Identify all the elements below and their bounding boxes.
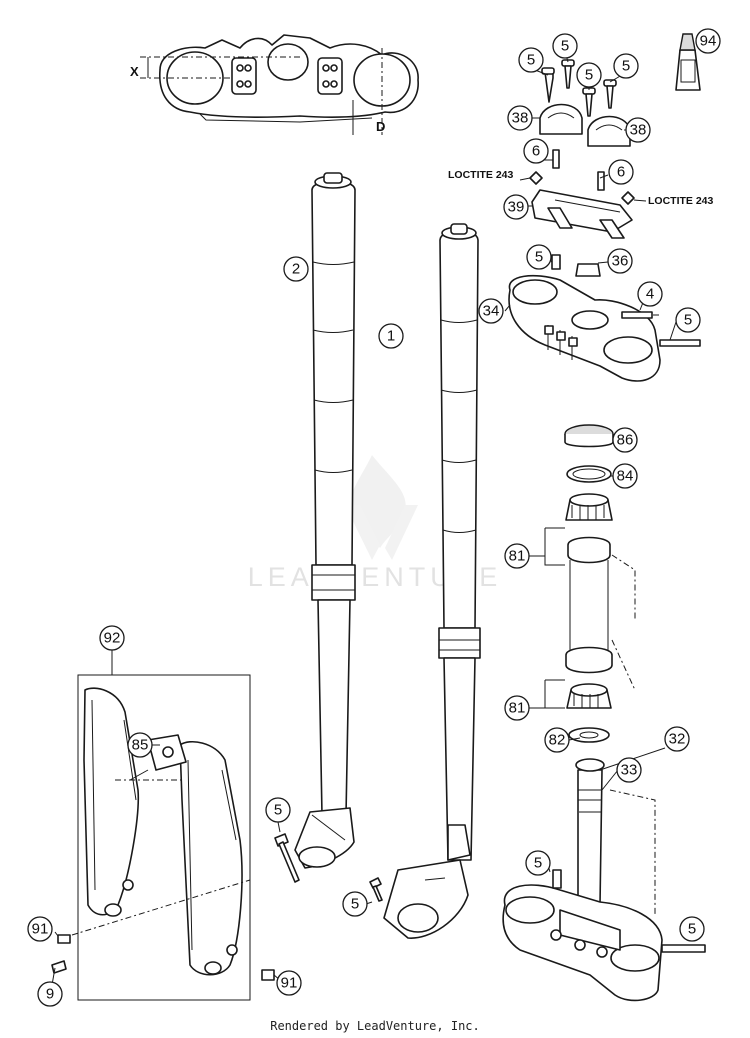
callout-4: 4 bbox=[637, 281, 663, 307]
callout-5: 5 bbox=[526, 244, 552, 270]
callout-9: 9 bbox=[37, 981, 63, 1007]
callout-39: 39 bbox=[503, 194, 529, 220]
callout-label: 4 bbox=[646, 286, 654, 303]
callout-36: 36 bbox=[607, 248, 633, 274]
callout-label: 82 bbox=[549, 732, 566, 749]
callout-33: 33 bbox=[616, 757, 642, 783]
callout-5: 5 bbox=[525, 850, 551, 876]
callout-label: 84 bbox=[617, 468, 634, 485]
callout-label: 81 bbox=[509, 700, 526, 717]
loctite-bottle bbox=[675, 33, 701, 91]
callout-label: 92 bbox=[104, 630, 121, 647]
callout-label: 91 bbox=[281, 975, 298, 992]
dimension-d-label: D bbox=[376, 119, 385, 134]
callout-5: 5 bbox=[518, 47, 544, 73]
callout-5: 5 bbox=[342, 891, 368, 917]
callout-label: 5 bbox=[688, 921, 696, 938]
callout-38: 38 bbox=[507, 105, 533, 131]
callout-label: 91 bbox=[32, 921, 49, 938]
callout-6: 6 bbox=[608, 159, 634, 185]
callout-label: 33 bbox=[621, 762, 638, 779]
misc-bolts bbox=[274, 833, 383, 902]
footer-credit: Rendered by LeadVenture, Inc. bbox=[270, 1019, 480, 1033]
callout-label: 6 bbox=[532, 143, 540, 160]
callout-label: 9 bbox=[46, 986, 54, 1003]
lower-triple-clamp bbox=[502, 758, 706, 1002]
callout-label: 81 bbox=[509, 548, 526, 565]
callout-6: 6 bbox=[523, 138, 549, 164]
callout-81: 81 bbox=[504, 543, 530, 569]
loctite-label-left: LOCTITE 243 bbox=[448, 169, 514, 181]
callout-1: 1 bbox=[378, 323, 404, 349]
callout-85: 85 bbox=[127, 732, 153, 758]
fork-guards-assembly bbox=[51, 674, 275, 1001]
callout-label: 86 bbox=[617, 432, 634, 449]
callout-81: 81 bbox=[504, 695, 530, 721]
callout-label: 94 bbox=[700, 33, 717, 50]
handlebar-clamps-upper bbox=[539, 103, 631, 147]
callout-38: 38 bbox=[625, 117, 651, 143]
fork-leg-right bbox=[383, 223, 481, 939]
callout-label: 5 bbox=[561, 38, 569, 55]
callout-label: 6 bbox=[617, 164, 625, 181]
callout-label: 5 bbox=[534, 855, 542, 872]
callout-91: 91 bbox=[276, 970, 302, 996]
loctite-label-right: LOCTITE 243 bbox=[648, 195, 714, 207]
callout-2: 2 bbox=[283, 256, 309, 282]
callout-label: 5 bbox=[274, 802, 282, 819]
callout-label: 5 bbox=[535, 249, 543, 266]
upper-triple-clamp bbox=[508, 254, 701, 382]
callout-91: 91 bbox=[27, 916, 53, 942]
callout-label: 34 bbox=[483, 303, 500, 320]
callout-94: 94 bbox=[695, 28, 721, 54]
callout-label: 5 bbox=[527, 52, 535, 69]
steering-bearings-stack bbox=[544, 424, 636, 743]
callout-5: 5 bbox=[613, 53, 639, 79]
callout-86: 86 bbox=[612, 427, 638, 453]
callout-label: 39 bbox=[508, 199, 525, 216]
callout-label: 36 bbox=[612, 253, 629, 270]
callout-92: 92 bbox=[99, 625, 125, 651]
callout-84: 84 bbox=[612, 463, 638, 489]
fork-leg-left bbox=[294, 172, 356, 869]
setscrews-and-loctite: LOCTITE 243 LOCTITE 243 bbox=[448, 149, 714, 207]
callout-34: 34 bbox=[478, 298, 504, 324]
callout-label: 38 bbox=[630, 122, 647, 139]
callout-label: 5 bbox=[684, 312, 692, 329]
callout-5: 5 bbox=[675, 307, 701, 333]
callout-label: 32 bbox=[669, 731, 686, 748]
callout-label: 5 bbox=[351, 896, 359, 913]
watermark-logo-icon bbox=[345, 455, 418, 560]
bolts-top-right bbox=[541, 59, 617, 117]
handlebar-clamp-base bbox=[531, 189, 633, 239]
callout-label: 85 bbox=[132, 737, 149, 754]
callout-5: 5 bbox=[265, 797, 291, 823]
callout-32: 32 bbox=[664, 726, 690, 752]
callout-5: 5 bbox=[679, 916, 705, 942]
callout-82: 82 bbox=[544, 727, 570, 753]
callout-label: 2 bbox=[292, 261, 300, 278]
callout-5: 5 bbox=[552, 33, 578, 59]
callout-label: 5 bbox=[585, 67, 593, 84]
upper-triple-clamp-dimension-view: X D bbox=[130, 34, 419, 135]
callout-label: 38 bbox=[512, 110, 529, 127]
callout-label: 1 bbox=[387, 328, 395, 345]
callout-label: 5 bbox=[622, 58, 630, 75]
callout-5: 5 bbox=[576, 62, 602, 88]
dimension-x-label: X bbox=[130, 64, 139, 79]
